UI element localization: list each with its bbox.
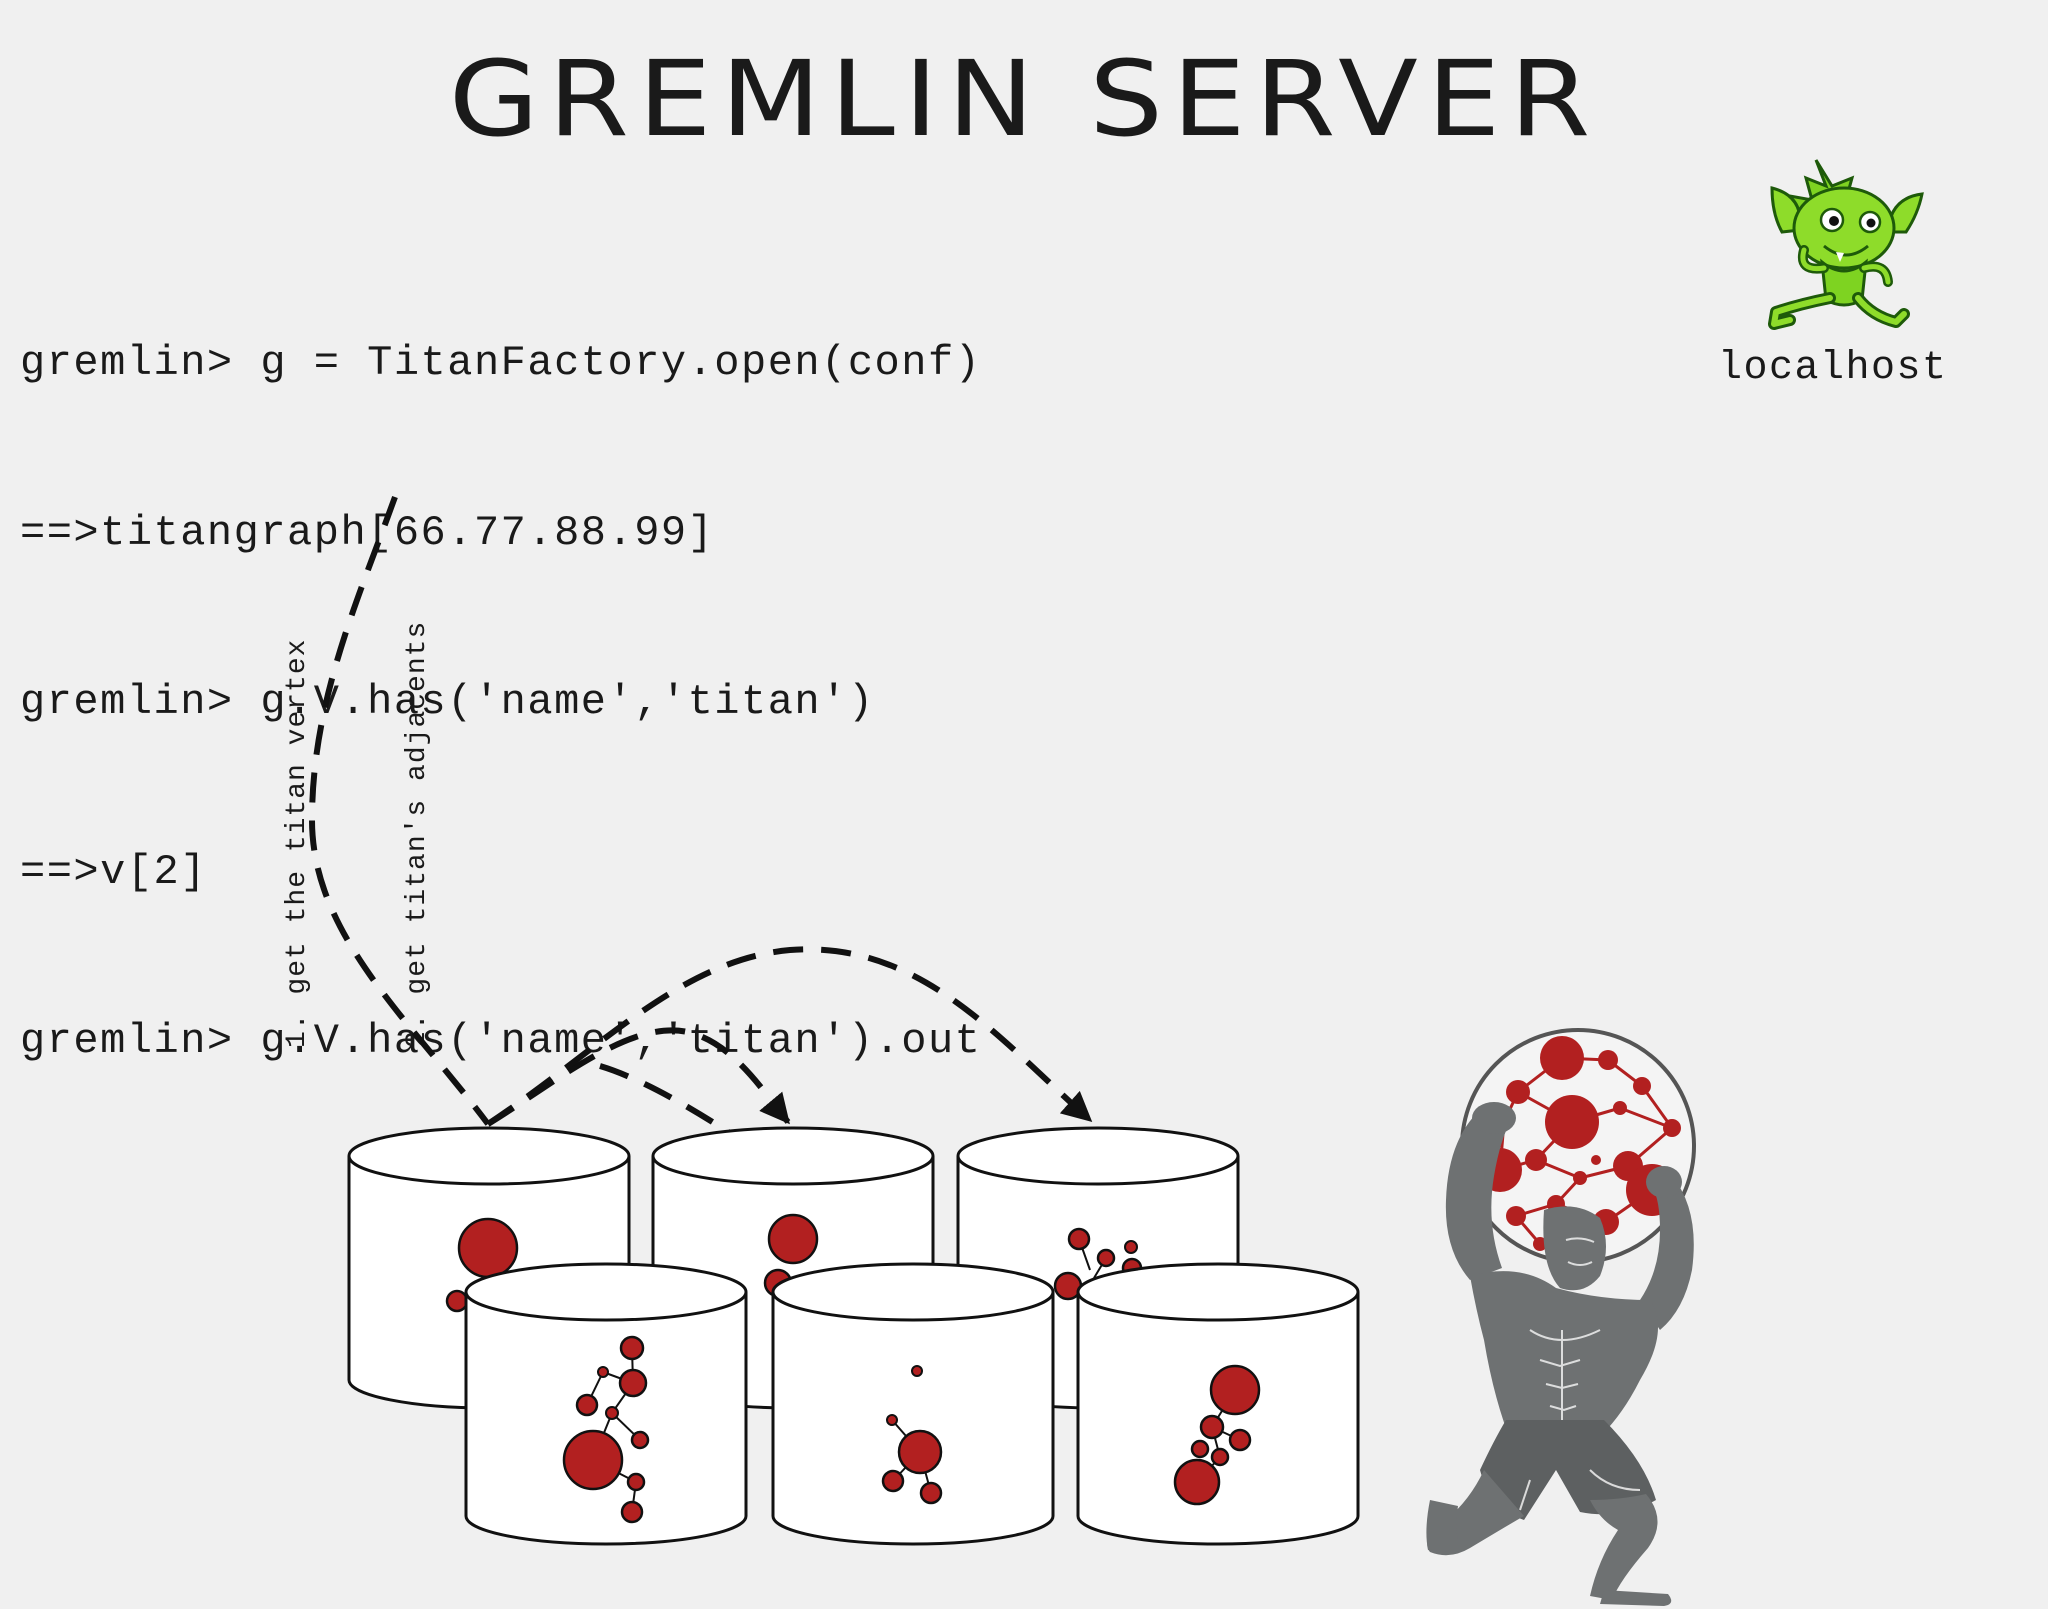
gremlin-console: gremlin> g = TitanFactory.open(conf) ==>… (20, 222, 981, 1126)
edge-arrow (486, 946, 1093, 1127)
page-title: GREMLIN SERVER (448, 38, 1600, 160)
query-arrow (308, 495, 491, 1126)
console-line: ==>v[2] (20, 847, 207, 896)
console-line: gremlin> g.V.has('name','titan') (20, 678, 875, 726)
edge-arrow (486, 1027, 791, 1127)
database-cylinder-icon (464, 1262, 748, 1546)
database-cylinder-icon (771, 1262, 1055, 1546)
host-label: localhost (1718, 346, 1948, 391)
console-line: gremlin> g = TitanFactory.open(conf) (20, 339, 982, 387)
console-line: ==>titangraph[66.77.88.99] (20, 508, 715, 557)
gremlin-mascot-icon (1768, 159, 1924, 330)
atlas-holding-graph-globe-icon (1426, 1028, 1696, 1606)
database-cylinder-icon (1076, 1262, 1360, 1546)
